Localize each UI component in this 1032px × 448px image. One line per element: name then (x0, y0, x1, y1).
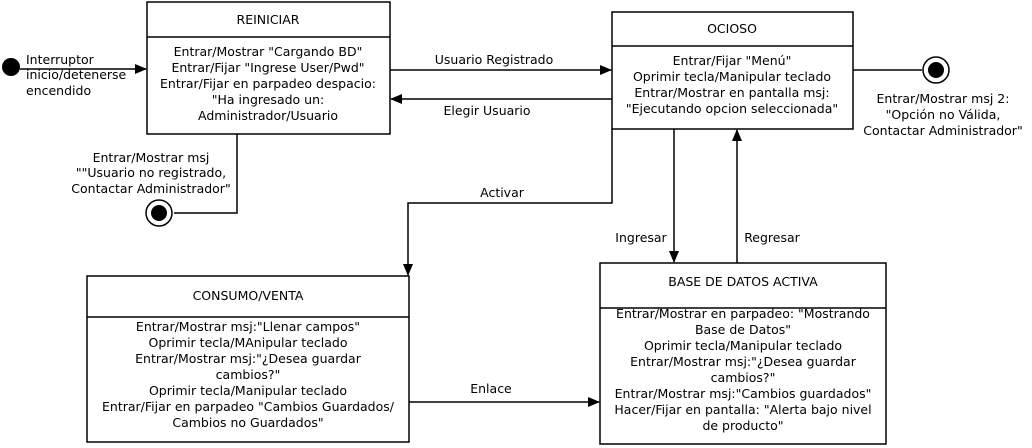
consumo-line-4: cambios?" (216, 367, 281, 382)
start-label-line-3: encendido (26, 83, 91, 98)
ocioso-line-1: Entrar/Fijar "Menú" (673, 53, 792, 68)
label-activar: Activar (480, 185, 525, 200)
state-reiniciar: REINICIAR Entrar/Mostrar "Cargando BD" E… (146, 1, 391, 135)
final-state-opcion-invalida (922, 56, 950, 84)
state-reiniciar-title: REINICIAR (237, 12, 300, 27)
state-ocioso: OCIOSO Entrar/Fijar "Menú" Oprimir tecla… (611, 11, 854, 130)
state-consumo-venta: CONSUMO/VENTA Entrar/Mostrar msj:"Llenar… (86, 275, 410, 443)
initial-state-dot (2, 58, 20, 76)
label-elegir-usuario: Elegir Usuario (443, 103, 530, 118)
ocioso-line-2: Oprimir tecla/Manipular teclado (633, 69, 831, 84)
final-state-no-registrado (145, 199, 173, 227)
state-base-de-datos-activa: BASE DE DATOS ACTIVA Entrar/Mostrar en p… (599, 262, 887, 445)
label-ingresar: Ingresar (615, 230, 667, 245)
ocioso-line-3: Entrar/Mostrar en pantalla msj: (634, 85, 829, 100)
state-ocioso-title: OCIOSO (707, 21, 757, 36)
consumo-line-6: Entrar/Fijar en parpadeo "Cambios Guarda… (102, 399, 395, 414)
no-registrado-line-1: Entrar/Mostrar msj (93, 150, 210, 165)
consumo-line-3: Entrar/Mostrar msj:"¿Desea guardar (135, 351, 362, 366)
base-line-6: Entrar/Mostrar msj:"Cambios guardados" (615, 386, 872, 401)
transition-activar (403, 129, 613, 276)
base-line-2: Base de Datos" (695, 322, 791, 337)
base-line-5: cambios?" (711, 370, 776, 385)
label-usuario-registrado: Usuario Registrado (435, 52, 554, 67)
opcion-invalida-line-2: "Opción no Válida, (886, 107, 1001, 122)
consumo-line-7: Cambios no Guardados" (172, 415, 323, 430)
no-registrado-line-2: ""Usuario no registrado, (76, 165, 226, 180)
reiniciar-line-3: Entrar/Fijar en parpadeo despacio: (160, 76, 376, 91)
transition-no-registrado (174, 134, 238, 214)
consumo-line-5: Oprimir tecla/Manipular teclado (149, 383, 347, 398)
consumo-line-2: Oprimir tecla/MAnipular teclado (149, 335, 348, 350)
state-consumo-title: CONSUMO/VENTA (193, 288, 304, 303)
label-enlace: Enlace (470, 381, 512, 396)
consumo-line-1: Entrar/Mostrar msj:"Llenar campos" (136, 319, 360, 334)
label-regresar: Regresar (744, 230, 800, 245)
reiniciar-line-5: Administrador/Usuario (198, 108, 338, 123)
base-line-3: Oprimir tecla/Manipular teclado (644, 338, 842, 353)
start-label-line-2: inicio/detenerse (26, 67, 127, 82)
reiniciar-line-1: Entrar/Mostrar "Cargando BD" (174, 44, 363, 59)
start-label-line-1: Interruptor (26, 52, 95, 67)
base-line-4: Entrar/Mostrar msj:"¿Desea guardar (630, 354, 857, 369)
base-line-1: Entrar/Mostrar en parpadeo: "Mostrando (616, 306, 870, 321)
reiniciar-line-2: Entrar/Fijar "Ingrese User/Pwd" (171, 60, 364, 75)
opcion-invalida-line-1: Entrar/Mostrar msj 2: (877, 91, 1010, 106)
no-registrado-line-3: Contactar Administrador" (71, 181, 230, 196)
ocioso-line-4: "Ejecutando opcion seleccionada" (626, 101, 838, 116)
base-line-7: Hacer/Fijar en pantalla: "Alerta bajo ni… (614, 402, 871, 417)
reiniciar-line-4: "Ha ingresado un: (212, 92, 324, 107)
opcion-invalida-line-3: Contactar Administrador" (863, 123, 1022, 138)
base-line-8: de producto" (702, 418, 783, 433)
state-base-title: BASE DE DATOS ACTIVA (668, 274, 818, 289)
